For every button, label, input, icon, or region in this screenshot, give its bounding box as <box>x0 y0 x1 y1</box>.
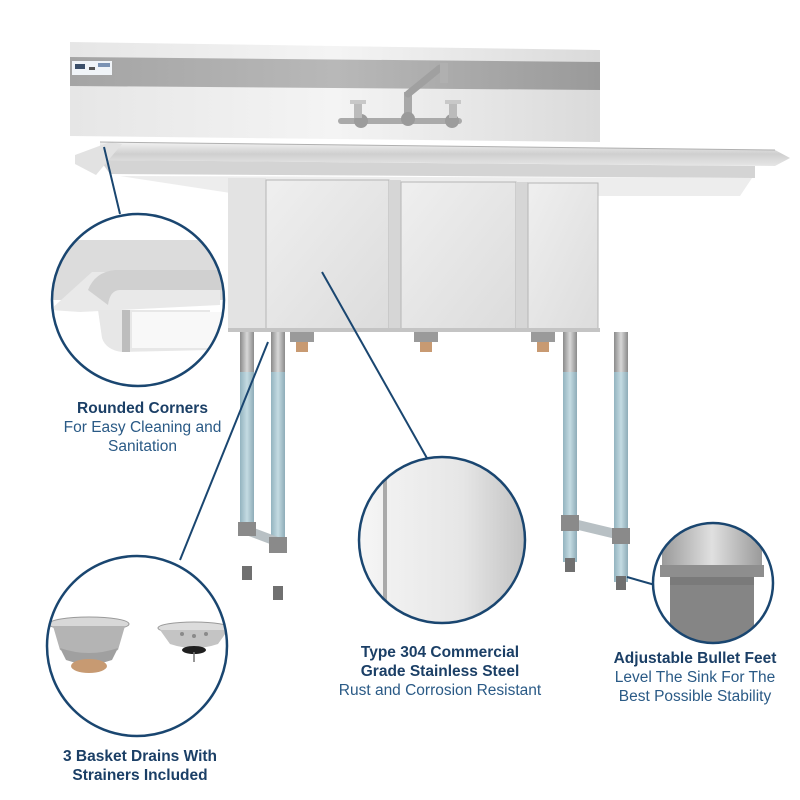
feature-title: Adjustable Bullet Feet <box>613 650 777 667</box>
wall-faucet <box>338 63 462 128</box>
steel-surface-detail-icon <box>357 455 527 625</box>
sink-legs <box>238 332 630 600</box>
callout-line-bullet-feet <box>626 576 656 586</box>
feature-title-line: Type 304 Commercial <box>360 644 520 661</box>
feature-caption-stainless-steel: Type 304 Commercial Grade Stainless Stee… <box>300 644 580 701</box>
callout-line-stainless-steel <box>321 271 429 461</box>
feature-description-line: Best Possible Stability <box>618 687 772 705</box>
feature-title-line: Strainers Included <box>72 766 208 784</box>
callout-line-basket-drains <box>179 341 269 561</box>
backsplash <box>70 42 600 142</box>
feature-description-line: For Easy Cleaning and <box>63 418 222 436</box>
drain-fittings <box>290 332 555 352</box>
callout-lines <box>103 146 656 586</box>
feature-caption-bullet-feet: Adjustable Bullet Feet Level The Sink Fo… <box>585 650 800 707</box>
basket-drain-detail-icon <box>45 554 229 738</box>
sink-bowls <box>228 178 600 332</box>
rounded-corner-detail-icon <box>50 212 226 388</box>
feature-title-line: 3 Basket Drains With <box>62 748 218 765</box>
feature-caption-rounded-corners: Rounded Corners For Easy Cleaning and Sa… <box>30 400 255 457</box>
bullet-foot-detail-icon <box>651 521 775 645</box>
feature-description-line: Sanitation <box>108 437 177 455</box>
feature-description: Rust and Corrosion Resistant <box>338 681 542 699</box>
feature-title: Rounded Corners <box>77 400 208 417</box>
callout-line-rounded-corners <box>103 146 121 215</box>
feature-title-line: Grade Stainless Steel <box>360 662 520 680</box>
feature-description-line: Level The Sink For The <box>614 668 776 686</box>
feature-caption-basket-drains: 3 Basket Drains With Strainers Included <box>30 748 250 786</box>
